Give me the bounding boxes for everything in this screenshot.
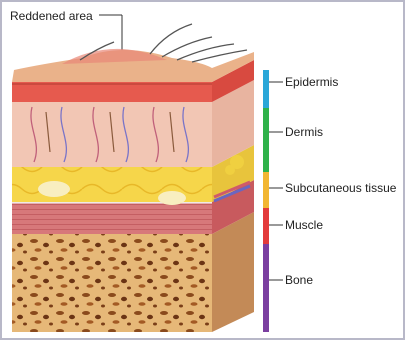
epidermis-layer (12, 49, 254, 102)
bracket-bar-subcutaneous-tissue (263, 172, 269, 208)
layer-label-subcutaneous: Subcutaneous tissue (285, 181, 396, 195)
bracket-bar-muscle (263, 208, 269, 244)
label-leaders (269, 82, 283, 280)
bracket-bar-epidermis (263, 70, 269, 108)
layer-label-bone: Bone (285, 273, 313, 287)
layer-bracket (263, 70, 269, 332)
layer-label-epidermis: Epidermis (285, 75, 338, 89)
bracket-bar-bone (263, 244, 269, 332)
skin-layers-diagram (2, 2, 403, 338)
reddened-area-label: Reddened area (10, 9, 93, 23)
layer-label-muscle: Muscle (285, 218, 323, 232)
layer-label-dermis: Dermis (285, 125, 323, 139)
bracket-bar-dermis (263, 108, 269, 172)
